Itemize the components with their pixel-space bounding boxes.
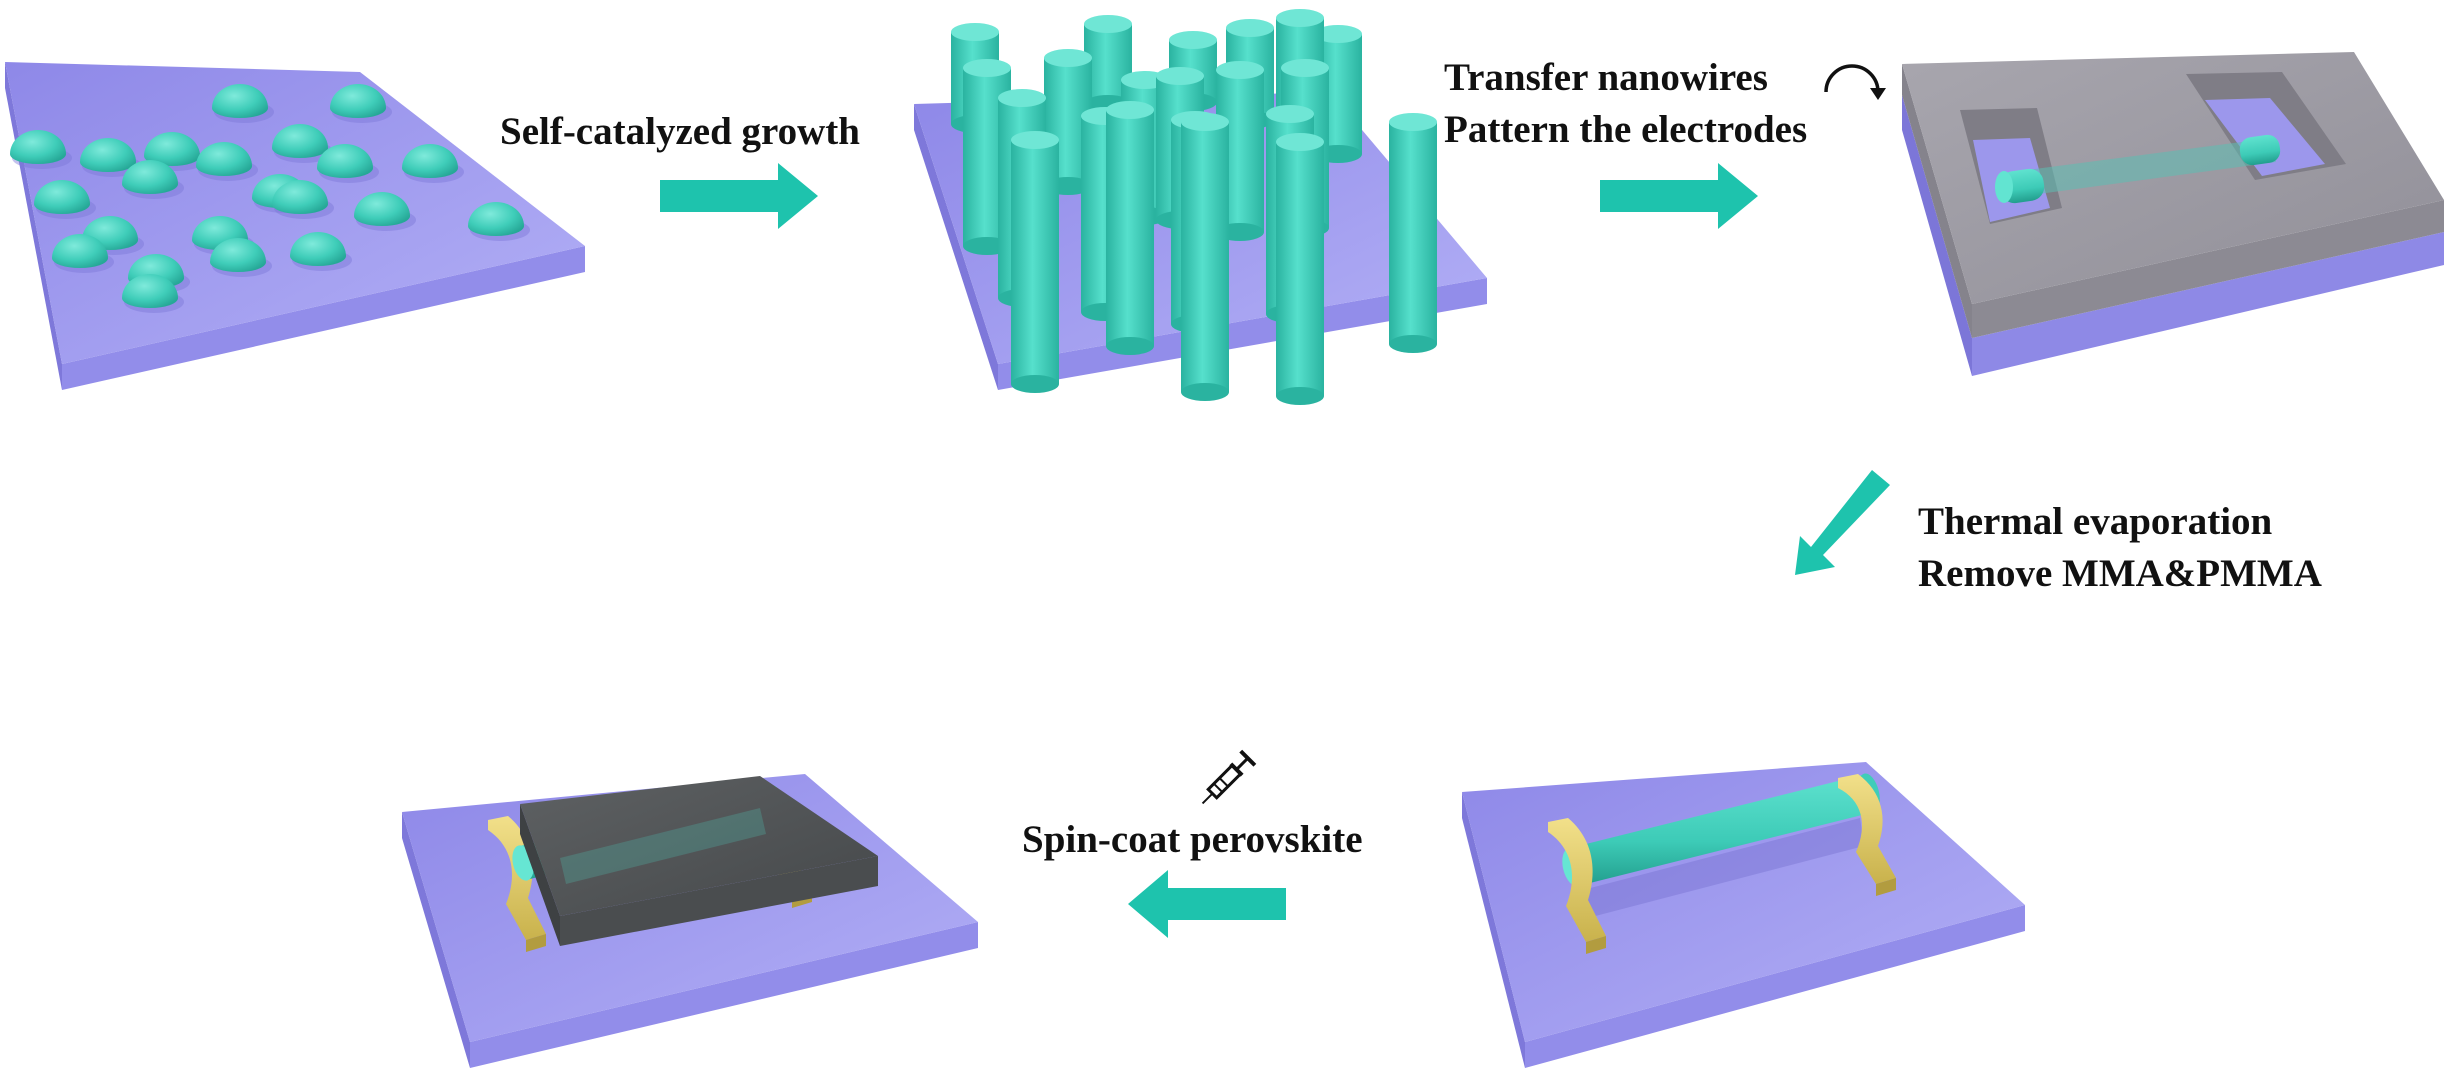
droplet [34, 180, 96, 219]
vertical-nanowire [1011, 131, 1059, 393]
embedded-nanowire [560, 808, 766, 884]
arrow-down-left [1795, 470, 1890, 575]
vertical-nanowire [1389, 113, 1437, 353]
droplet [52, 234, 114, 273]
vertical-nanowire [1106, 101, 1154, 355]
substrate-4-front [1525, 905, 2025, 1068]
droplet [330, 84, 392, 123]
droplet [402, 144, 464, 183]
droplet [122, 274, 184, 313]
droplet [210, 238, 272, 277]
substrate-with-perovskite-device [402, 774, 978, 1068]
label-transfer-nanowires: Transfer nanowires [1444, 56, 1768, 99]
droplet [212, 84, 274, 123]
arrow-right-1 [660, 163, 818, 229]
syringe-icon [1201, 749, 1257, 805]
droplet [468, 202, 530, 241]
substrate-2-left [914, 104, 998, 390]
droplet [122, 160, 184, 199]
resist-left [1902, 64, 1972, 338]
perovskite-top [520, 776, 878, 916]
perovskite-left [520, 804, 560, 946]
rotate-icon [1824, 64, 1886, 100]
arrow-right-2 [1600, 163, 1758, 229]
droplet [317, 144, 379, 183]
horizontal-nanowire-shadow [1575, 818, 1864, 920]
label-pattern-electrodes: Pattern the electrodes [1444, 108, 1808, 151]
nanowire-cap-left [1995, 171, 2013, 203]
droplet-group [10, 84, 530, 313]
nanowire-array [951, 9, 1437, 405]
substrate-with-resist-mask [1902, 52, 2444, 376]
substrate-5-left [402, 812, 470, 1068]
nanowire-end-right [2239, 134, 2281, 166]
label-thermal-evaporation: Thermal evaporation [1918, 500, 2273, 543]
electrode-left [488, 816, 546, 952]
droplet [272, 180, 334, 219]
droplet [10, 130, 72, 169]
vertical-nanowire [1181, 113, 1229, 401]
label-spin-coat-perovskite: Spin-coat perovskite [1022, 818, 1363, 861]
label-remove-mma-pmma: Remove MMA&PMMA [1918, 552, 2322, 595]
perovskite-front [560, 856, 878, 946]
substrate-3-front [1972, 232, 2444, 376]
substrate-4-left [1462, 792, 1525, 1068]
horizontal-nanowire [1570, 774, 1874, 886]
substrate-with-droplets [5, 62, 585, 390]
substrate-with-nanowire-array [914, 9, 1487, 405]
label-self-catalyzed-growth: Self-catalyzed growth [500, 110, 860, 153]
buried-nanowire [2012, 138, 2276, 197]
electrode-left [1548, 818, 1606, 954]
droplet [196, 142, 258, 181]
substrate-1-front-long [62, 246, 585, 390]
droplet [290, 232, 352, 271]
vertical-nanowire [1276, 133, 1324, 405]
arrow-left [1128, 870, 1286, 938]
substrate-5-front [470, 922, 978, 1068]
electrode-right [1838, 774, 1896, 896]
substrate-3-left [1902, 95, 1972, 376]
resist-front [1972, 200, 2444, 338]
substrate-with-contacted-nanowire [1462, 762, 2025, 1068]
droplet [354, 192, 416, 231]
substrate-2-front [998, 278, 1487, 390]
droplet [272, 124, 334, 163]
substrate-4-top [1462, 762, 2025, 1042]
